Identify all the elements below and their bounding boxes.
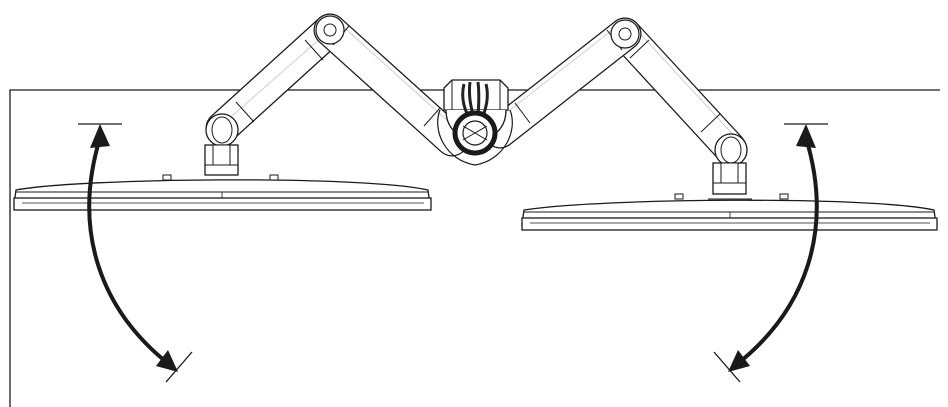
right-tilt-joint xyxy=(714,133,748,167)
center-pole-collar xyxy=(437,109,513,166)
right-elbow-joint xyxy=(610,19,640,49)
left-vesa-bracket xyxy=(204,144,239,176)
right-rotation-arrow-icon xyxy=(728,124,819,372)
left-monitor xyxy=(13,174,432,211)
left-tilt-joint xyxy=(205,113,239,147)
left-upper-arm-segment xyxy=(313,13,469,157)
left-lower-arm-segment xyxy=(205,13,347,145)
left-rotation-arrow-icon xyxy=(87,124,178,372)
right-monitor xyxy=(521,193,938,231)
left-elbow-joint xyxy=(315,15,345,45)
right-lower-arm-segment xyxy=(608,17,747,165)
desk-outline xyxy=(9,89,940,407)
right-vesa-bracket xyxy=(712,162,747,195)
right-upper-arm-segment xyxy=(483,17,642,149)
